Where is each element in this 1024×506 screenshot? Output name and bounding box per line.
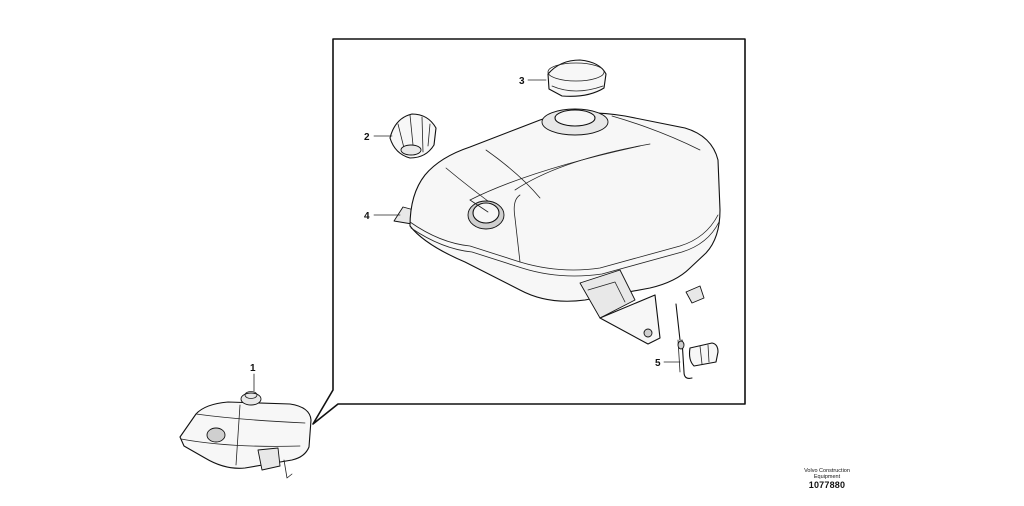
svg-text:5: 5: [655, 358, 661, 369]
detail-frame: [312, 38, 746, 425]
expansion-tank: [393, 108, 721, 345]
callout-5: 5: [655, 358, 681, 369]
callout-2: 2: [364, 132, 393, 143]
pressure-cap: [547, 59, 607, 97]
callout-4: 4: [364, 211, 401, 222]
svg-text:3: 3: [519, 76, 525, 87]
svg-text:4: 4: [364, 211, 370, 222]
filler-cap: [389, 113, 437, 159]
callout-3: 3: [519, 76, 547, 87]
svg-text:1: 1: [250, 363, 256, 374]
level-sensor: [675, 303, 719, 379]
manufacturer-reference: Volvo Construction Equipment 1077880: [787, 468, 867, 491]
overview-tank-assembly: [179, 391, 312, 479]
brand-line-1: Volvo Construction: [804, 468, 850, 474]
svg-text:2: 2: [364, 132, 370, 143]
brand-line-2: Equipment: [813, 474, 841, 480]
drawing-number: 1077880: [808, 480, 846, 490]
callout-1: 1: [250, 363, 256, 392]
